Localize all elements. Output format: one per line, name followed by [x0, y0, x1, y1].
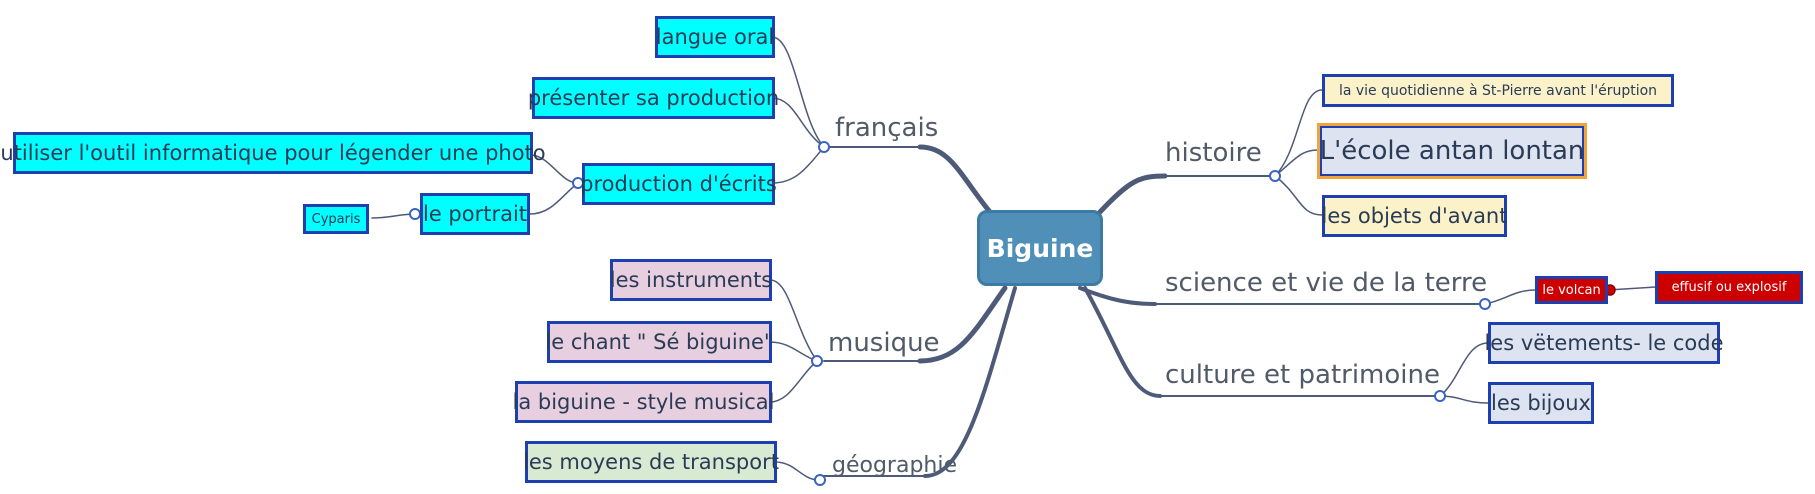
collapse-handle-culture[interactable]	[1434, 390, 1446, 402]
link-chant	[769, 341, 818, 362]
branch-francais[interactable]: français	[835, 113, 939, 143]
link-langue-oral	[771, 36, 825, 148]
branch-science[interactable]: science et vie de la terre	[1165, 268, 1488, 298]
branch-geographie[interactable]: géographie	[832, 453, 958, 478]
node-style-musical[interactable]: la biguine - style musical	[513, 381, 775, 423]
link-portrait	[529, 182, 579, 215]
link-vetements	[1439, 342, 1489, 397]
link-style	[769, 360, 818, 403]
node-le-volcan[interactable]: le volcan	[1535, 276, 1608, 304]
collapse-handle-francais[interactable]	[818, 141, 830, 153]
branch-culture[interactable]: culture et patrimoine	[1165, 360, 1440, 390]
link-effusif	[1607, 286, 1656, 291]
node-moyens-de-transport[interactable]: les moyens de transport	[523, 441, 779, 483]
collapse-handle-musique[interactable]	[811, 355, 823, 367]
link-vie	[1274, 89, 1323, 177]
collapse-handle-histoire[interactable]	[1269, 170, 1281, 182]
link-bijoux	[1439, 395, 1489, 404]
collapse-handle-geographie[interactable]	[814, 474, 826, 486]
node-cyparis[interactable]: Cyparis	[303, 204, 369, 234]
node-vetements-code[interactable]: les vëtements- le code	[1484, 322, 1724, 364]
node-vie-quotidienne[interactable]: la vie quotidienne à St-Pierre avant l'é…	[1322, 74, 1674, 107]
trunk-musique	[917, 285, 1008, 364]
link-cyparis	[371, 213, 416, 219]
trunk-francais	[917, 144, 993, 215]
link-production	[771, 146, 825, 184]
central-topic[interactable]: Biguine	[977, 210, 1103, 286]
link-volcan	[1484, 289, 1536, 305]
link-ecole	[1274, 149, 1319, 177]
node-effusif-ou-explosif[interactable]: effusif ou explosif	[1655, 271, 1803, 304]
node-les-instruments[interactable]: les instruments	[610, 259, 772, 301]
trunk-geographie	[923, 286, 1017, 478]
node-utiliser-outil-informatique[interactable]: utiliser l'outil informatique pour légen…	[0, 132, 546, 174]
node-les-bijoux[interactable]: les bijoux	[1488, 382, 1594, 424]
node-le-portrait[interactable]: le portrait	[420, 193, 530, 235]
node-le-chant[interactable]: le chant " Sé biguine"	[545, 321, 774, 363]
node-objets-davant[interactable]: les objets d'avant	[1322, 195, 1507, 237]
node-langue-oral[interactable]: langue oral	[655, 16, 775, 58]
node-presenter-sa-production[interactable]: présenter sa production	[528, 77, 779, 119]
collapse-handle-portrait[interactable]	[409, 208, 421, 220]
trunk-culture	[1083, 286, 1162, 398]
link-objets	[1274, 175, 1323, 216]
node-ecole-antan-lontan[interactable]: L'école antan lontan	[1317, 123, 1587, 179]
branch-histoire[interactable]: histoire	[1165, 138, 1262, 168]
node-production-ecrits[interactable]: production d'écrits	[580, 163, 777, 205]
collapse-handle-science[interactable]	[1479, 298, 1491, 310]
link-transport	[774, 461, 818, 481]
trunk-histoire	[1097, 173, 1168, 215]
link-presenter	[771, 97, 825, 148]
link-instruments	[769, 279, 818, 362]
branch-musique[interactable]: musique	[828, 328, 940, 358]
